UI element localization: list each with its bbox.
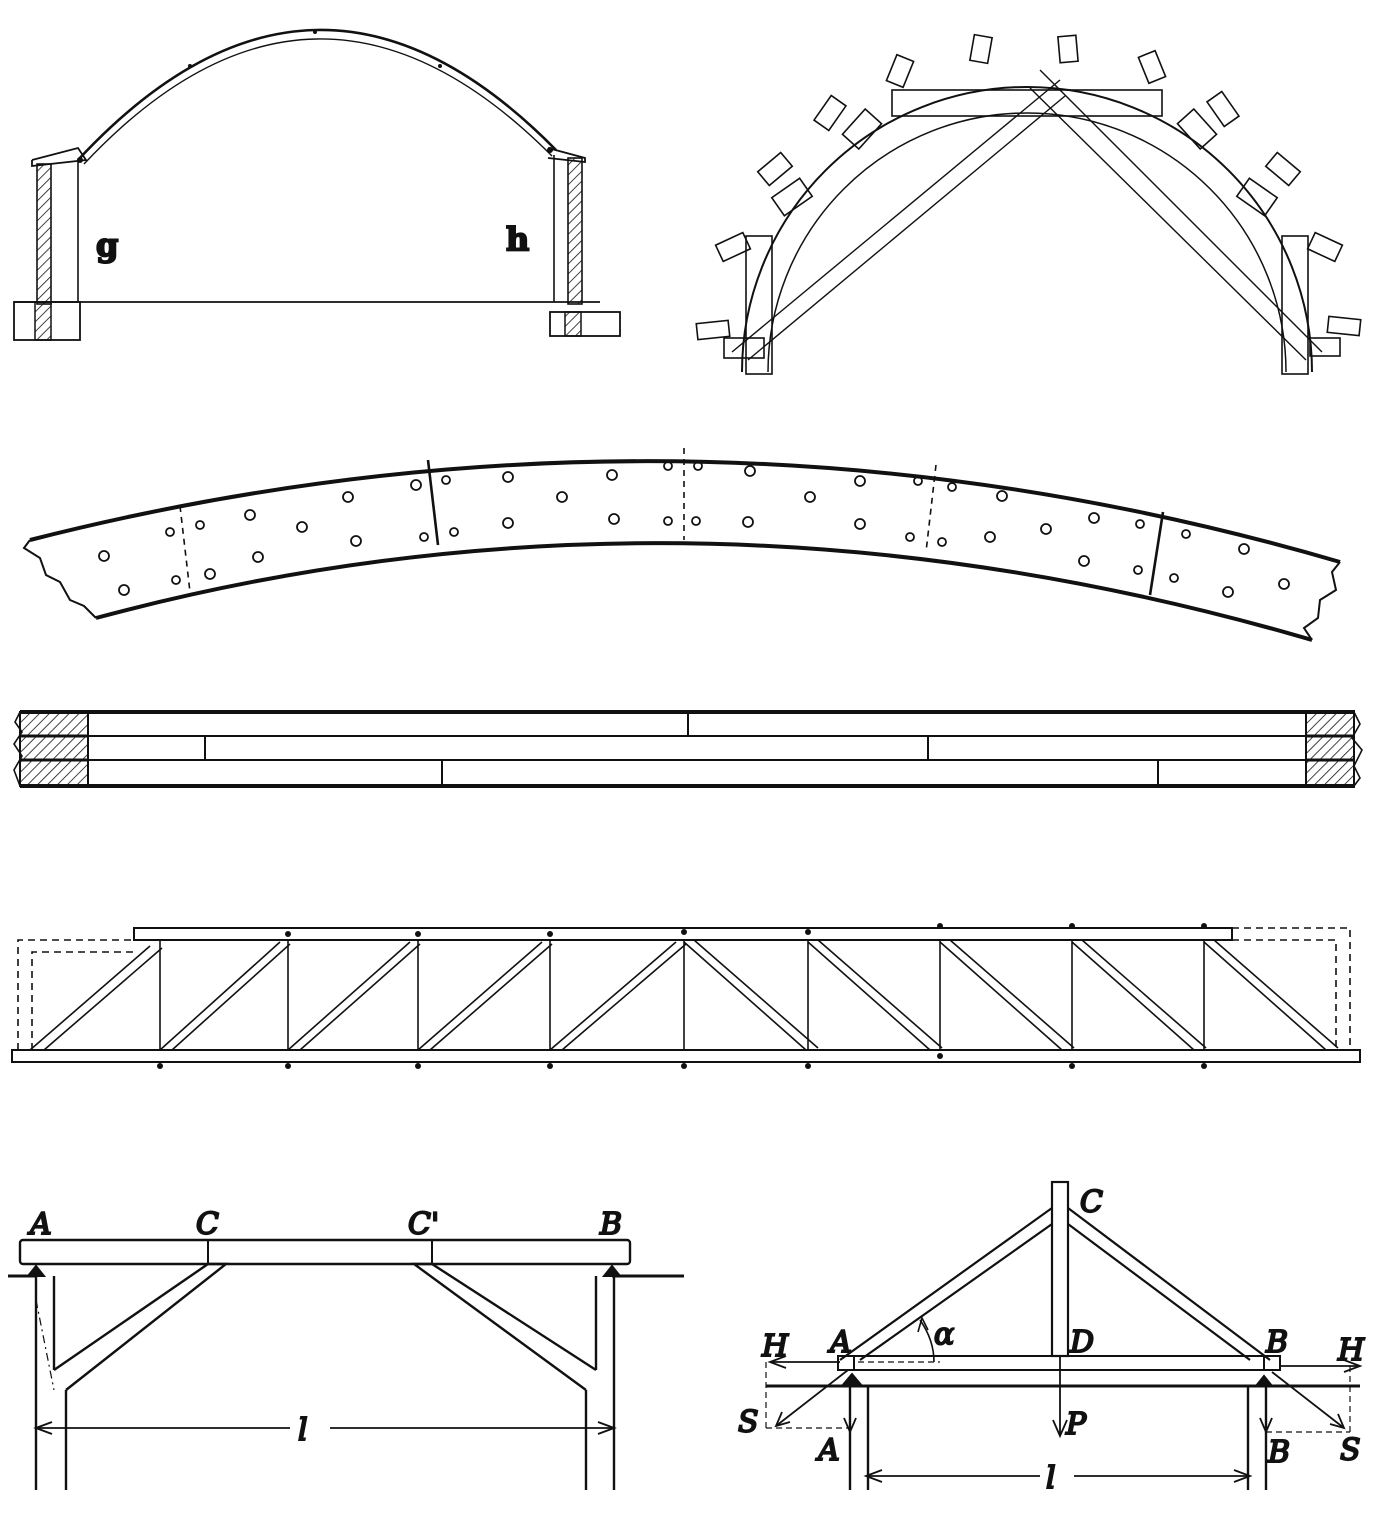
label-g: g (96, 226, 118, 264)
label-P: P (1065, 1407, 1087, 1442)
label-B-reaction: B (1267, 1435, 1290, 1470)
span-label-l: l (298, 1413, 308, 1448)
truss-verticals (159, 940, 1205, 1050)
truss-diagonals (29, 939, 1339, 1051)
label-B: B (599, 1207, 622, 1242)
laminated-beam-figure (13, 710, 1363, 788)
label-D: D (1069, 1325, 1094, 1360)
label-H-left: H (761, 1329, 789, 1364)
bolt-holes (98, 461, 1290, 598)
label-B: B (1265, 1325, 1288, 1360)
span-label-l: l (1046, 1461, 1056, 1496)
trussed-rafter-figure: C D A B H H S S A B P α l (737, 1180, 1366, 1497)
label-S-right: S (1340, 1433, 1361, 1468)
curved-plank-rib-figure (22, 448, 1341, 642)
truss-bolts (157, 923, 1207, 1069)
label-C: C (196, 1207, 219, 1242)
label-S-left: S (738, 1405, 759, 1440)
label-h: h (506, 220, 529, 258)
label-C-prime: C' (408, 1207, 439, 1242)
label-A-reaction: A (815, 1433, 840, 1468)
hall-section-figure: g h (13, 28, 621, 341)
label-alpha: α (934, 1317, 954, 1352)
label-C: C (1080, 1185, 1103, 1220)
strut-frame-figure: A C C' B l (8, 1206, 684, 1490)
arch-joint-markers (77, 30, 553, 163)
label-A: A (827, 1325, 852, 1360)
label-A: A (27, 1207, 52, 1242)
label-H-right: H (1337, 1333, 1365, 1368)
arch-centering-figure (695, 33, 1362, 375)
radial-blocks (695, 33, 1362, 341)
wedge-blocks (770, 107, 1279, 217)
lattice-truss-figure (11, 923, 1361, 1069)
